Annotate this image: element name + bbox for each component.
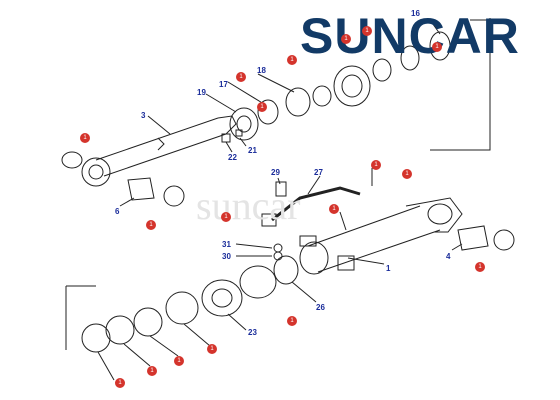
leader-o2 <box>123 343 151 367</box>
washer-30 <box>273 251 283 261</box>
leader-6 <box>119 197 135 207</box>
label-1: 1 <box>386 264 391 273</box>
washer-19 <box>229 107 259 141</box>
leader-31 <box>235 243 273 249</box>
leader-22 <box>225 141 233 153</box>
fitting <box>261 213 277 227</box>
leader-19 <box>205 93 237 113</box>
callout-3: 1 <box>287 55 297 65</box>
leader-29 <box>277 177 281 185</box>
rod-body <box>95 117 227 177</box>
callout-2: 1 <box>362 26 372 36</box>
leader-18 <box>257 73 295 93</box>
leader-27 <box>307 175 321 195</box>
washer-19-inner <box>236 115 252 133</box>
bolt-21 <box>235 129 243 137</box>
callout-14: 1 <box>174 356 184 366</box>
callout-17: 1 <box>257 102 267 112</box>
callout-15: 1 <box>147 366 157 376</box>
watermark: suncar <box>196 183 301 228</box>
rod-eye <box>81 157 111 187</box>
leader-1 <box>347 257 385 265</box>
bushing-4 <box>457 225 489 251</box>
o-ring-c <box>81 323 111 353</box>
rod-eye-bore <box>88 164 104 180</box>
cylinder-bottom-eye <box>405 197 463 233</box>
gland-26 <box>273 255 299 285</box>
label-22: 22 <box>228 153 237 162</box>
leader-o4 <box>183 323 211 347</box>
piston-disc <box>333 65 371 107</box>
callout-5: 1 <box>80 133 90 143</box>
callout-1: 1 <box>341 34 351 44</box>
bushing-ring <box>165 291 199 325</box>
leader-23 <box>227 313 247 331</box>
label-6: 6 <box>115 207 120 216</box>
callout-4: 1 <box>236 72 246 82</box>
ring-17b <box>312 85 332 107</box>
label-21: 21 <box>248 146 257 155</box>
leader-1b <box>97 351 115 381</box>
callout-16: 1 <box>115 378 125 388</box>
label-23: 23 <box>248 328 257 337</box>
leader-16 <box>429 19 441 35</box>
callout-13: 1 <box>207 344 217 354</box>
label-26: 26 <box>316 303 325 312</box>
o-ring-b <box>105 315 135 345</box>
pipe-27 <box>271 186 361 222</box>
label-27: 27 <box>314 168 323 177</box>
dust-seal-left <box>163 185 185 207</box>
brand-logo: SUNCAR <box>300 6 558 70</box>
cylinder-head-23 <box>201 279 243 317</box>
cylinder-head-end <box>299 241 329 275</box>
label-18: 18 <box>257 66 266 75</box>
callout-18: 1 <box>432 42 442 52</box>
bushing-6 <box>127 177 155 201</box>
callout-8: 1 <box>371 160 381 170</box>
leader-o3 <box>149 335 179 357</box>
dust-seal-right <box>493 229 515 251</box>
ring-gland <box>239 265 277 299</box>
ring-16b <box>400 45 420 71</box>
rod-end <box>217 115 237 135</box>
label-16: 16 <box>411 9 420 18</box>
label-19: 19 <box>197 88 206 97</box>
leader-mid <box>339 211 347 231</box>
label-4: 4 <box>446 252 451 261</box>
logo-text: SUNCAR <box>300 8 520 64</box>
label-30: 30 <box>222 252 231 261</box>
washer-31 <box>273 243 283 253</box>
callout-11: 1 <box>475 262 485 272</box>
callout-9: 1 <box>402 169 412 179</box>
ring-16a <box>429 31 451 61</box>
bracket <box>299 235 317 247</box>
bottom-eye-bore <box>427 203 453 225</box>
leader-4 <box>451 243 463 251</box>
ring-15 <box>372 58 392 82</box>
nut-18 <box>285 87 311 117</box>
rod-break <box>157 137 165 151</box>
leader-21 <box>239 137 247 147</box>
label-3: 3 <box>141 111 146 120</box>
leader-26 <box>291 281 317 303</box>
leader-17 <box>227 81 265 105</box>
o-ring-a <box>133 307 163 337</box>
port-block <box>337 255 355 271</box>
head-bore <box>211 288 233 308</box>
frame-line-right <box>430 18 491 151</box>
leader-3 <box>147 115 171 135</box>
piston-disc-inner <box>341 74 363 98</box>
label-29: 29 <box>271 168 280 177</box>
clamp-29 <box>275 181 287 197</box>
callout-12: 1 <box>287 316 297 326</box>
callout-10: 1 <box>329 204 339 214</box>
callout-6: 1 <box>146 220 156 230</box>
seal-left-top <box>61 151 83 169</box>
label-31: 31 <box>222 240 231 249</box>
washer-17 <box>257 99 279 125</box>
label-17: 17 <box>219 80 228 89</box>
callout-7: 1 <box>221 212 231 222</box>
